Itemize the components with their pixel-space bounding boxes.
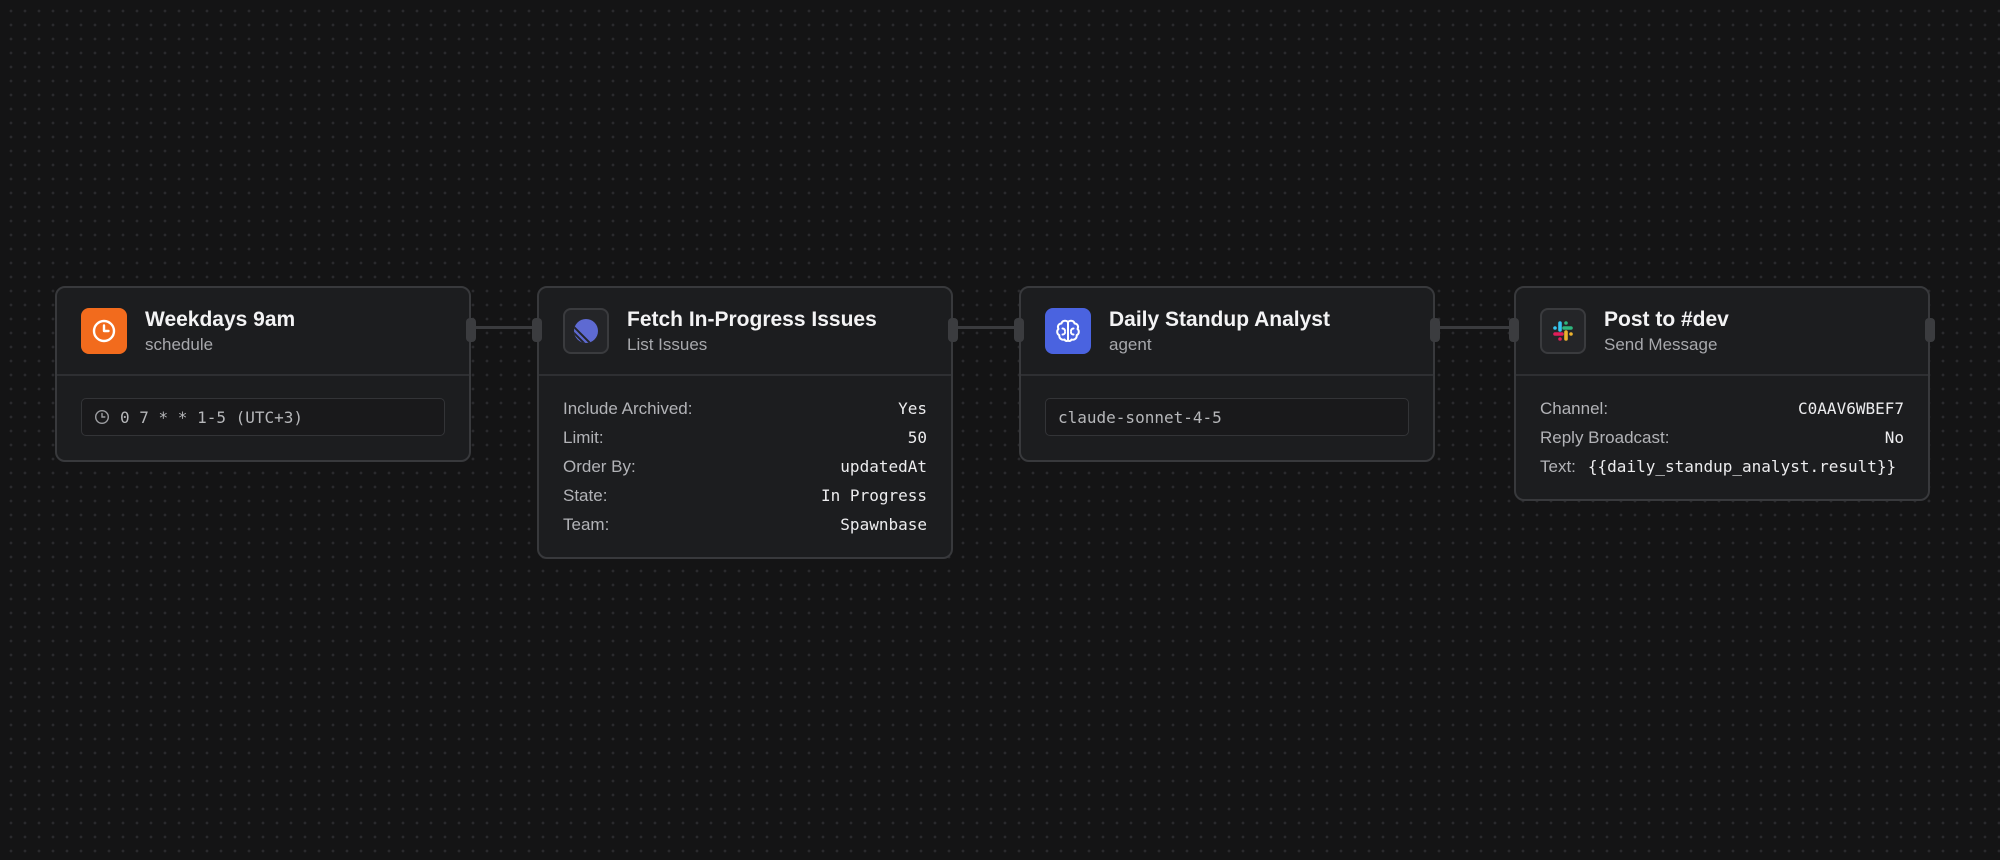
node-body: 0 7 * * 1-5 (UTC+3) — [57, 376, 469, 460]
node-daily-standup-analyst[interactable]: Daily Standup Analyst agent claude-sonne… — [1014, 286, 1440, 462]
field-value: updatedAt — [840, 457, 927, 476]
node-subtitle: agent — [1109, 334, 1152, 354]
field-label: Text: — [1540, 456, 1576, 476]
node-title: Post to #dev — [1604, 307, 1729, 331]
field-value: No — [1884, 428, 1904, 447]
node-weekdays-9am[interactable]: Weekdays 9am schedule 0 7 * * 1-5 (UTC+3… — [55, 286, 476, 462]
node-fetch-in-progress-issues[interactable]: Fetch In-Progress Issues List Issues Inc… — [532, 286, 958, 559]
node-header: Fetch In-Progress Issues List Issues — [539, 288, 951, 376]
field-label: Order By: — [563, 456, 636, 476]
node-subtitle: Send Message — [1604, 334, 1718, 354]
field-row: Order By: updatedAt — [563, 452, 927, 481]
node-header: Weekdays 9am schedule — [57, 288, 469, 376]
field-label: Include Archived: — [563, 398, 693, 418]
slack-logo-icon — [1540, 308, 1586, 354]
node-header: Daily Standup Analyst agent — [1021, 288, 1433, 376]
input-handle[interactable] — [1014, 318, 1024, 342]
field-row: Text: {{daily_standup_analyst.result}} — [1540, 452, 1904, 481]
output-handle[interactable] — [1925, 318, 1935, 342]
field-row: Include Archived: Yes — [563, 394, 927, 423]
node-header: Post to #dev Send Message — [1516, 288, 1928, 376]
output-handle[interactable] — [948, 318, 958, 342]
node-title: Fetch In-Progress Issues — [627, 307, 877, 331]
field-row: Reply Broadcast: No — [1540, 423, 1904, 452]
field-value: C0AAV6WBEF7 — [1798, 399, 1904, 418]
field-value: {{daily_standup_analyst.result}} — [1587, 457, 1897, 476]
output-handle[interactable] — [466, 318, 476, 342]
clock-icon — [94, 409, 110, 425]
field-label: Limit: — [563, 427, 604, 447]
node-body: Channel: C0AAV6WBEF7 Reply Broadcast: No… — [1516, 376, 1928, 499]
input-handle[interactable] — [1509, 318, 1519, 342]
field-value: Spawnbase — [840, 515, 927, 534]
field-value: In Progress — [821, 486, 927, 505]
field-label: Team: — [563, 514, 610, 534]
field-value: 50 — [907, 428, 927, 447]
field-label: Channel: — [1540, 398, 1609, 418]
field-label: Reply Broadcast: — [1540, 427, 1670, 447]
output-handle[interactable] — [1430, 318, 1440, 342]
cron-text: 0 7 * * 1-5 (UTC+3) — [120, 407, 304, 427]
cron-expression: 0 7 * * 1-5 (UTC+3) — [81, 398, 445, 436]
clock-icon — [81, 308, 127, 354]
node-subtitle: schedule — [145, 334, 214, 354]
node-post-to-dev[interactable]: Post to #dev Send Message Channel: C0AAV… — [1509, 286, 1935, 501]
model-text: claude-sonnet-4-5 — [1058, 407, 1222, 427]
field-label: State: — [563, 485, 608, 505]
field-row: Team: Spawnbase — [563, 510, 927, 539]
input-handle[interactable] — [532, 318, 542, 342]
field-row: Limit: 50 — [563, 423, 927, 452]
node-subtitle: List Issues — [627, 334, 708, 354]
node-body: Include Archived: Yes Limit: 50 Order By… — [539, 376, 951, 557]
field-value: Yes — [898, 399, 927, 418]
field-row: Channel: C0AAV6WBEF7 — [1540, 394, 1904, 423]
node-title: Daily Standup Analyst — [1109, 307, 1330, 331]
node-title: Weekdays 9am — [145, 307, 296, 331]
node-body: claude-sonnet-4-5 — [1021, 376, 1433, 460]
edge-fetch-to-agent[interactable] — [954, 326, 1018, 329]
edge-agent-to-slack[interactable] — [1436, 326, 1513, 329]
brain-icon — [1045, 308, 1091, 354]
edge-schedule-to-fetch[interactable] — [472, 326, 536, 329]
field-row: State: In Progress — [563, 481, 927, 510]
linear-logo-icon — [563, 308, 609, 354]
model-name: claude-sonnet-4-5 — [1045, 398, 1409, 436]
